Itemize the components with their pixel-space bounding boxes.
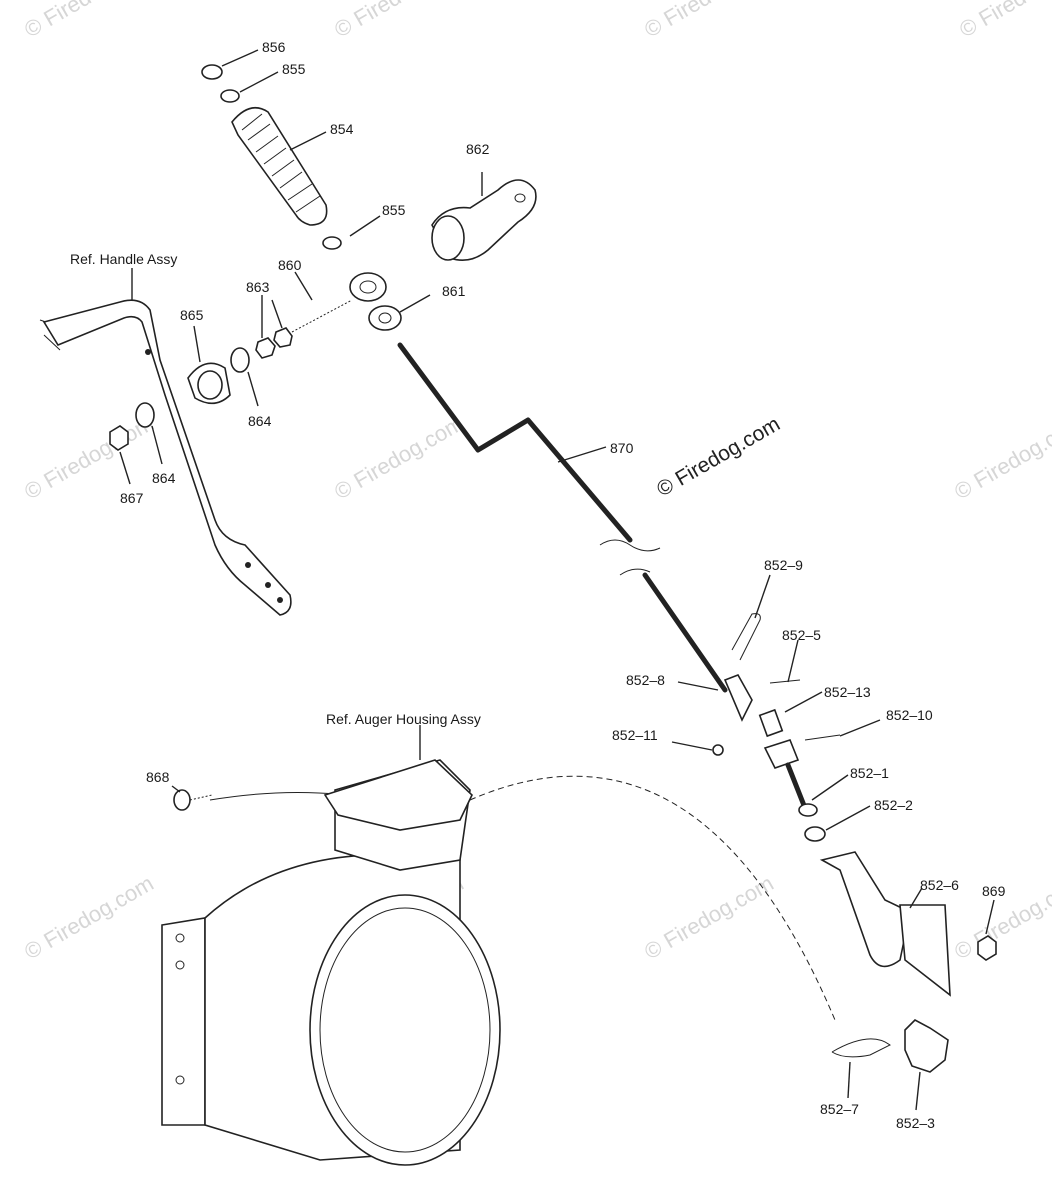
part-864-washer [230,347,250,373]
callout-864: 864 [248,413,272,429]
watermark-main: © Firedog.com [653,412,784,501]
callout-863: 863 [246,279,270,295]
auger-housing [161,759,501,1166]
callout-867: 867 [120,490,144,506]
reference-auger: Ref. Auger Housing Assy [326,711,481,727]
callout-860: 860 [278,257,302,273]
part-852-linkage [712,613,997,1073]
part-860-eyebolt [291,272,387,333]
rod-break [599,539,661,576]
callout-868: 868 [146,769,170,785]
part-855-washer [322,236,342,250]
reference-handle: Ref. Handle Assy [70,251,177,267]
watermark: © Firedog.com [640,0,778,42]
callout-862: 862 [466,141,490,157]
watermark: © Firedog.com [955,0,1052,42]
watermark: © Firedog.com [950,410,1052,504]
callout-852-1: 852–1 [850,765,889,781]
part-864-washer [135,402,155,428]
part-863-nut [273,327,293,348]
callout-854: 854 [330,121,354,137]
callout-852-5: 852–5 [782,627,821,643]
callout-852-2: 852–2 [874,797,913,813]
callout-852-6: 852–6 [920,877,959,893]
watermark: © Firedog.com [330,0,468,42]
callout-855: 855 [382,202,406,218]
callout-852-3: 852–3 [896,1115,935,1131]
handle-assembly [39,299,292,616]
part-870-rod [397,342,633,543]
linkage-arc [469,775,836,1021]
part-854-grip [231,106,328,226]
part-865-pivot [187,362,231,405]
callout-861: 861 [442,283,466,299]
callout-864: 864 [152,470,176,486]
watermark: © Firedog.com [330,410,468,504]
part-861-bushing [368,305,402,331]
part-863-nut [255,337,276,359]
callout-852-13: 852–13 [824,684,871,700]
callout-865: 865 [180,307,204,323]
leader-lines [119,49,995,1111]
part-867-nut [109,425,129,451]
watermark: © Firedog.com [20,870,158,964]
callout-855: 855 [282,61,306,77]
callout-labels: 856 855 854 862 855 860 863 861 865 864 … [70,39,1006,1131]
callout-869: 869 [982,883,1006,899]
callout-852-9: 852–9 [764,557,803,573]
watermark: © Firedog.com [640,870,778,964]
callout-856: 856 [262,39,286,55]
part-855-washer [220,89,240,103]
callout-852-10: 852–10 [886,707,933,723]
part-862-knob [431,179,537,261]
callout-852-8: 852–8 [626,672,665,688]
callout-870: 870 [610,440,634,456]
callout-852-11: 852–11 [612,727,658,743]
part-870-rod-lower [642,572,728,693]
part-856-cap [201,64,223,80]
callout-852-7: 852–7 [820,1101,859,1117]
watermark: © Firedog.com [20,0,158,42]
